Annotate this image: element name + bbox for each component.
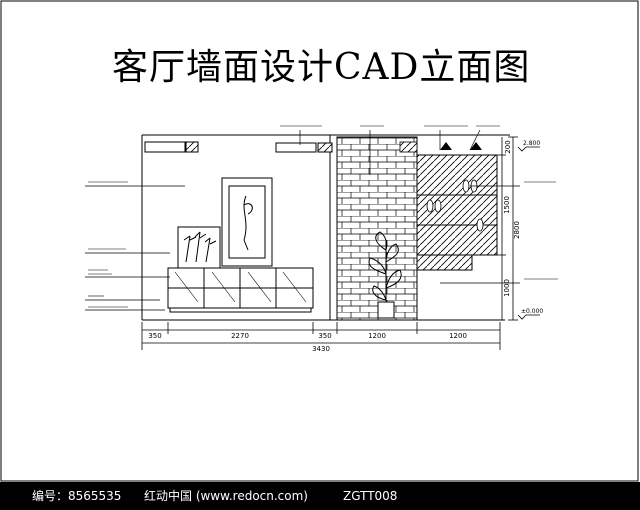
level-marks	[517, 146, 540, 320]
plant-picture	[177, 226, 221, 270]
footer-id: 编号：8565535	[32, 489, 122, 503]
brick-column	[336, 136, 418, 321]
dim-right-1: 200	[504, 140, 512, 153]
dim-label-4: 1200	[368, 332, 386, 340]
dim-label-1: 350	[148, 332, 161, 340]
right-dimension-lines	[497, 136, 518, 321]
right-dimension-labels: 200 1500 1000 2800	[503, 140, 521, 297]
wall-elevation	[141, 134, 510, 321]
dim-right-2: 1500	[503, 196, 511, 214]
watermark-footer: 编号：8565535 红动中国 (www.redocn.com) ZGTT008	[0, 482, 640, 510]
dim-label-total: 3430	[312, 345, 330, 353]
footer-code: ZGTT008	[343, 489, 398, 503]
dim-label-3: 350	[318, 332, 331, 340]
display-shelf	[416, 154, 498, 271]
tv-cabinet	[167, 267, 314, 313]
dim-label-5: 1200	[449, 332, 467, 340]
bottom-dimension-labels: 350 2270 350 1200 1200 3430	[148, 332, 467, 353]
framed-picture	[221, 177, 273, 267]
level-bottom: ±0.000	[521, 308, 543, 315]
page-title: 客厅墙面设计CAD立面图	[112, 47, 531, 88]
level-top: 2.800	[523, 140, 540, 147]
pendant-lamps	[440, 142, 482, 150]
potted-plant	[368, 231, 402, 319]
dim-right-3: 1000	[503, 279, 511, 297]
footer-site: 红动中国 (www.redocn.com)	[144, 489, 308, 503]
brick-top-ornament	[399, 141, 418, 153]
ceiling-lights	[144, 141, 333, 153]
drawing-border	[0, 0, 639, 482]
annotation-text-marks	[88, 125, 558, 308]
bottom-dimension-lines	[141, 322, 501, 350]
annotation-leaders	[85, 129, 520, 311]
dim-label-2: 2270	[231, 332, 249, 340]
dim-right-total: 2800	[513, 221, 521, 239]
